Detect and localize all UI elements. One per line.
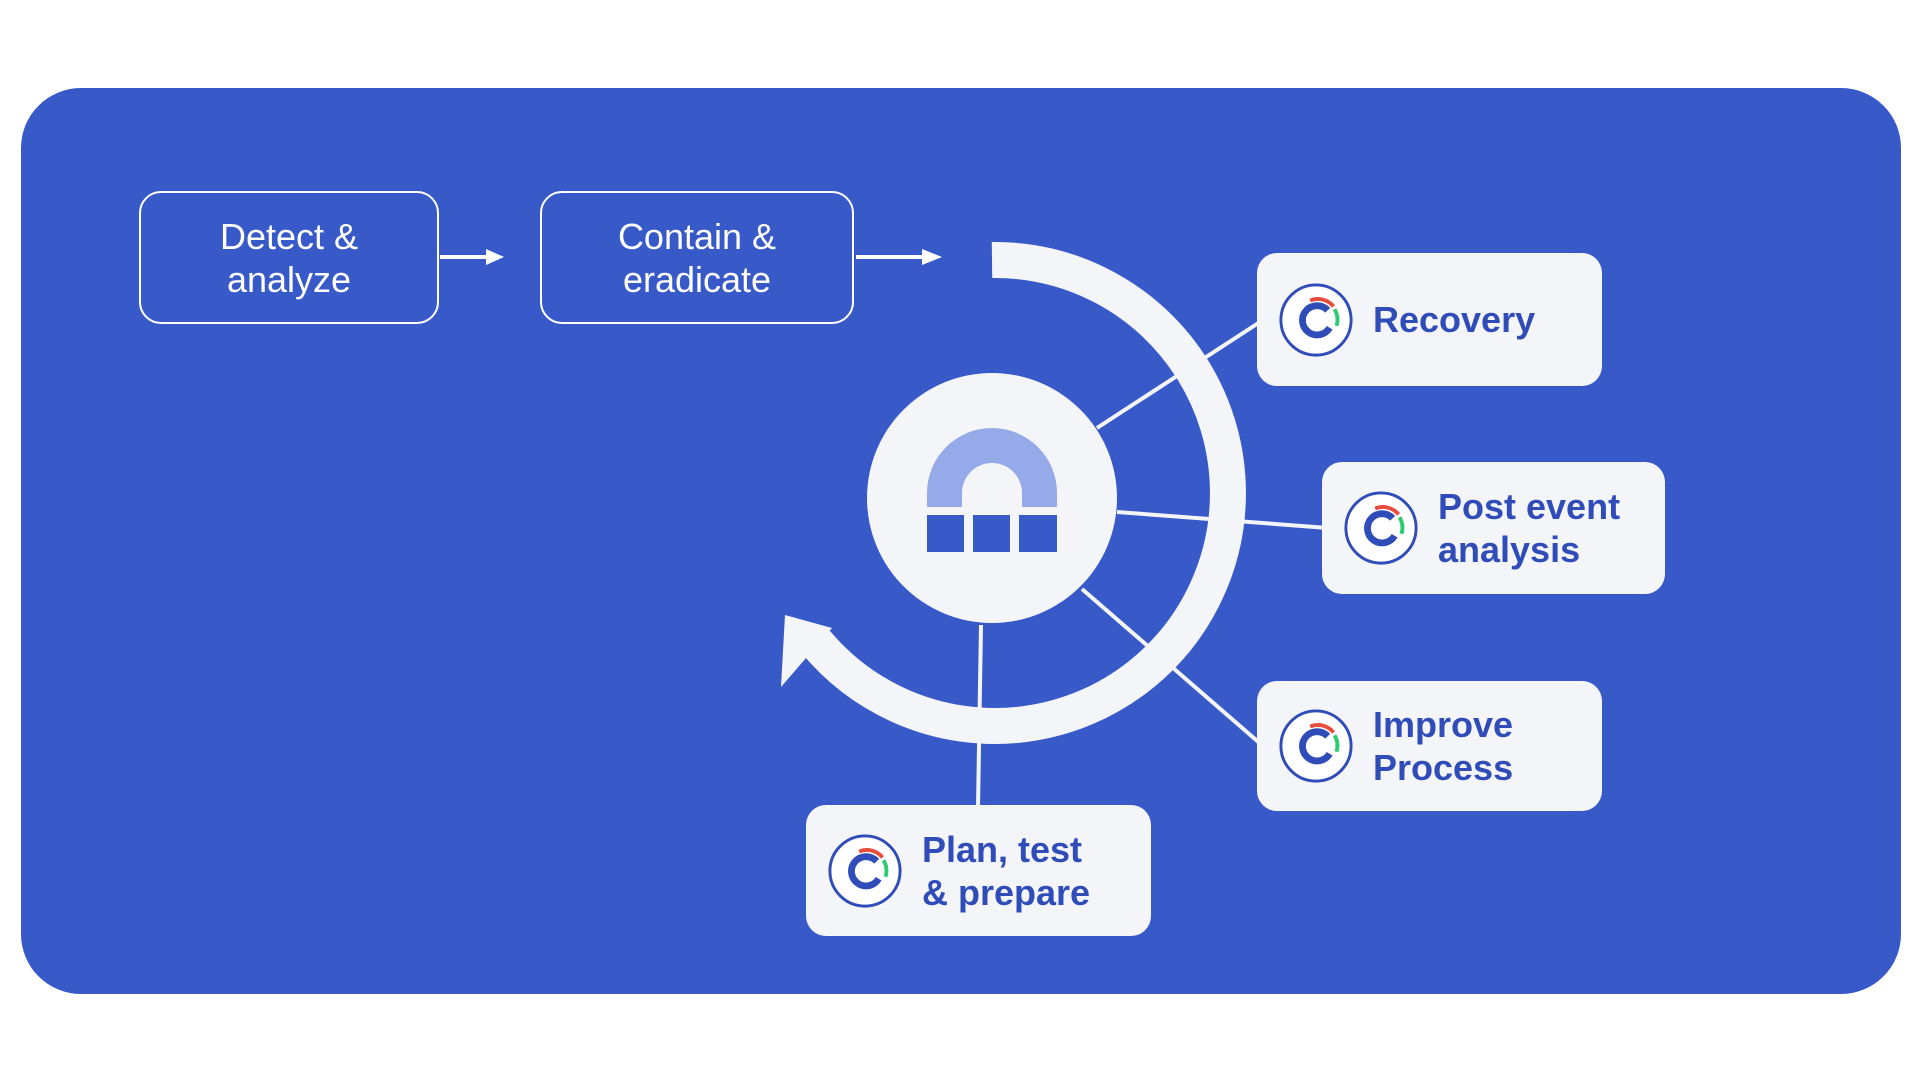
card-improve-process: Improve Process [1257, 681, 1602, 811]
connector-plan [976, 624, 983, 809]
card-recovery: Recovery [1257, 253, 1602, 386]
center-hub [867, 373, 1117, 623]
step-detect-line1: Detect & [219, 215, 359, 257]
incident-logo-icon [1279, 282, 1353, 357]
card-plan-line2: & prepare [922, 871, 1091, 913]
incident-logo-icon [1344, 491, 1418, 565]
incident-logo-icon [828, 833, 902, 908]
arch-logo-icon [927, 428, 1057, 552]
step-detect-analyze: Detect & analyze [139, 191, 439, 324]
step-contain-line2: eradicate [622, 258, 772, 300]
connector-improve [1080, 587, 1265, 748]
step-contain-line1: Contain & [617, 215, 777, 257]
card-post-event-line1: Post event [1438, 486, 1621, 527]
step-detect-line2: analyze [226, 258, 352, 300]
arrow-detect-to-contain [440, 249, 504, 265]
card-plan-test-prepare: Plan, test & prepare [806, 805, 1151, 936]
connector-recovery [1095, 318, 1265, 430]
card-recovery-line1: Recovery [1373, 299, 1536, 340]
card-post-event-analysis: Post event analysis [1322, 462, 1665, 594]
card-plan-line1: Plan, test [922, 828, 1083, 870]
incident-logo-icon [1279, 709, 1353, 783]
card-improve-line1: Improve [1373, 704, 1514, 745]
step-contain-eradicate: Contain & eradicate [540, 191, 854, 324]
arrow-contain-to-cycle [856, 249, 942, 265]
cycle-arc-arrow [781, 241, 1246, 744]
card-improve-line2: Process [1373, 747, 1514, 788]
connector-lines [976, 318, 1329, 809]
connector-post-event [1116, 510, 1329, 530]
card-post-event-line2: analysis [1438, 529, 1581, 570]
